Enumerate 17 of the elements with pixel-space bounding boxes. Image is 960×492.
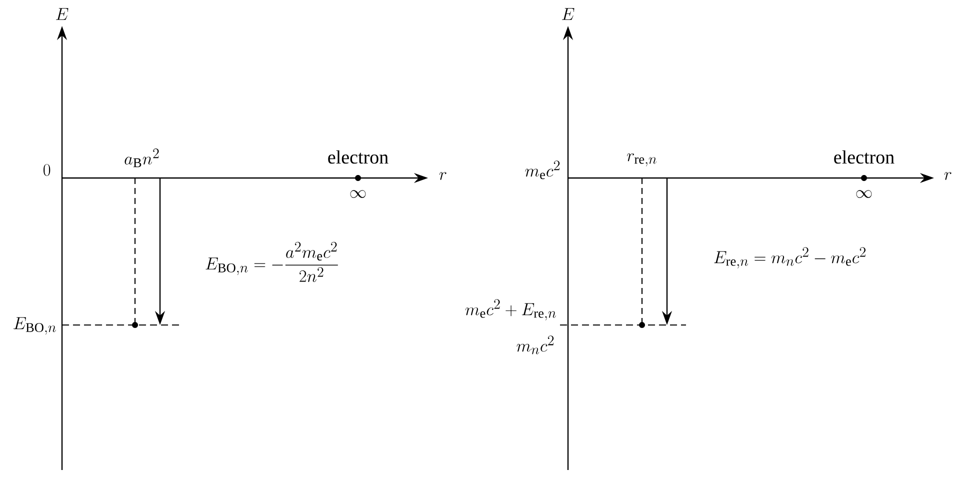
tick-label: $m_\mathrm{e} c^2 + E_{\mathrm{re},n}$ [465,299,556,320]
tick-label: $\infty$ [856,190,872,198]
axis-label: $r$ [439,172,446,180]
tick-label: $E_{\mathrm{BO},n}$ [14,317,56,335]
particle-label: electron [834,150,894,164]
tick-label: $0$ [44,164,50,176]
axis-label: $E$ [562,8,574,20]
tick-label: $m_\mathrm{e} c^2$ [525,160,560,180]
tick-label: $\infty$ [350,190,366,198]
tick-label: $m_n c^2$ [516,336,554,354]
tick-label: $r_{\mathrm{re},n}$ [627,153,656,166]
axis-label: $E$ [56,8,68,20]
tick-label: $a_\mathrm{B} n^2$ [124,148,159,168]
formula: $E_{\mathrm{BO},n} = -\dfrac{a^2 m_\mathrm{e} c^2}{2n^2}$ [206,242,338,282]
formula: $E_{\mathrm{re},n} = m_n c^2 - m_\mathrm{e} c^2$ [714,247,866,268]
axis-label: $r$ [944,172,952,180]
particle-label: electron [328,150,388,164]
